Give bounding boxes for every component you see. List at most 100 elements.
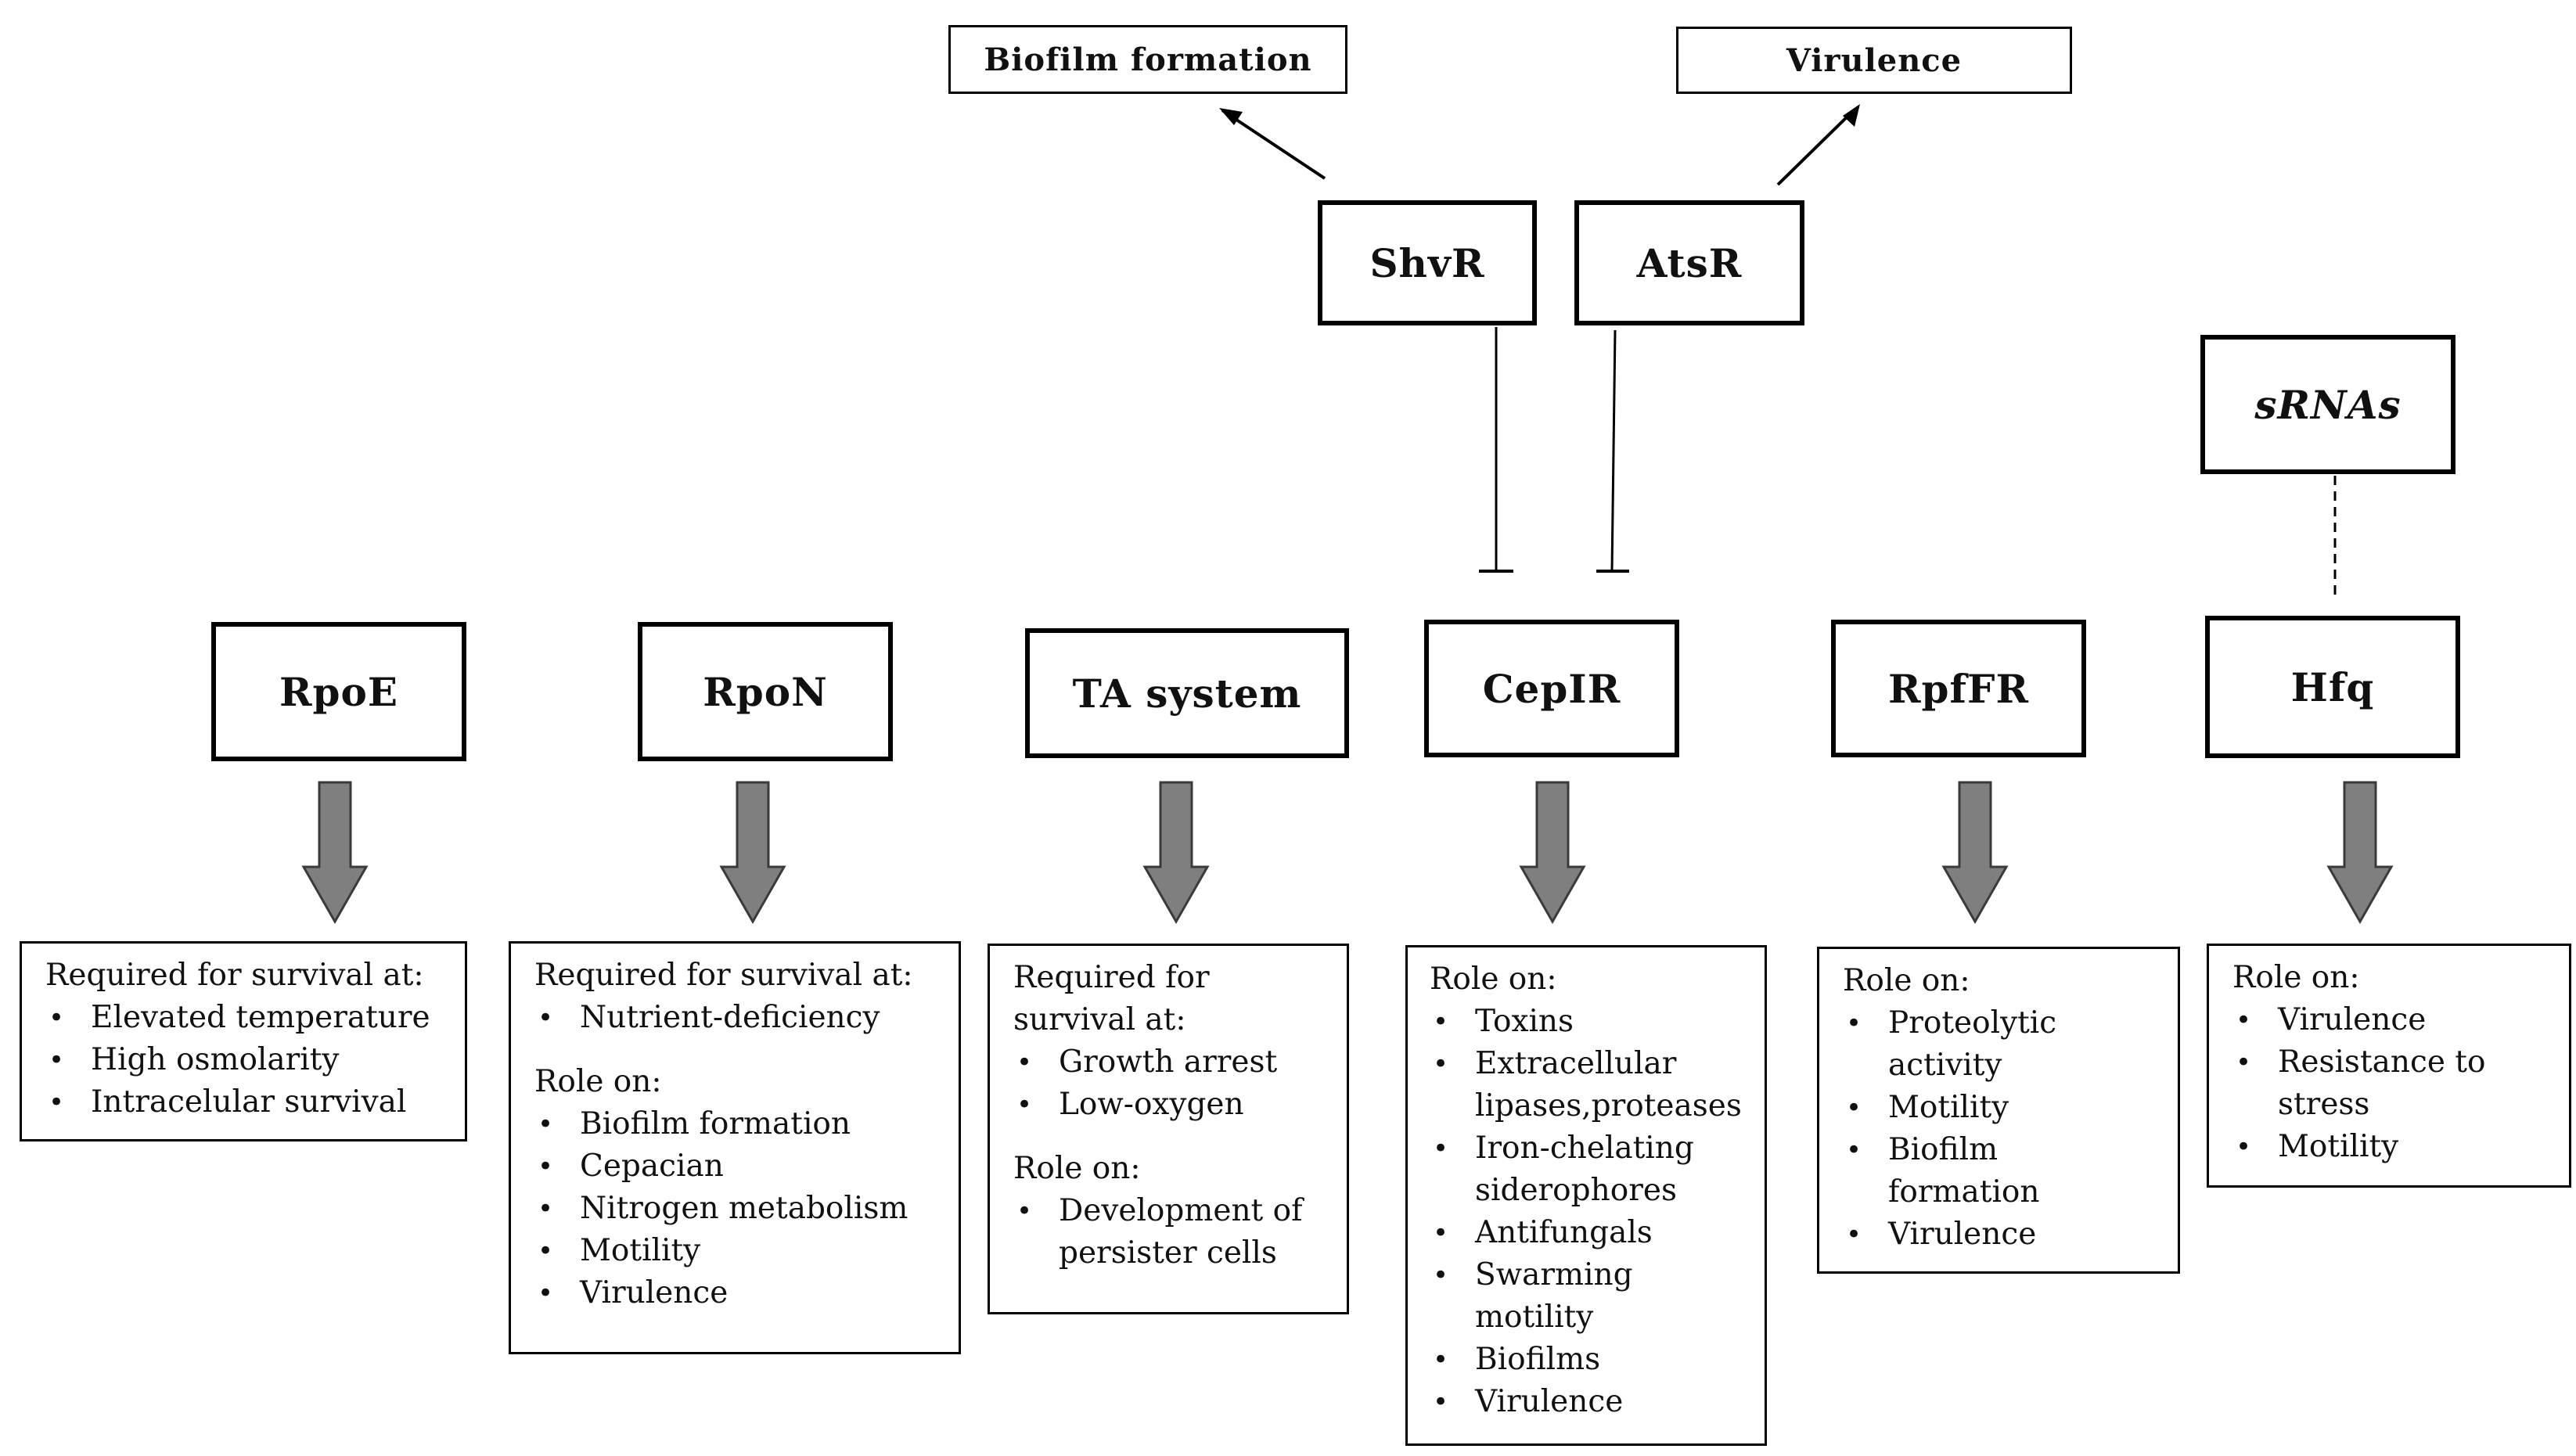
list-item-line: siderophores [1475,1173,1677,1208]
system-cepir-label: CepIR [1482,665,1621,712]
ta-heading-survival-2: survival at: [1013,1002,1186,1037]
regulator-srnas: sRNAs [2200,335,2455,474]
ta-role-list: Development of persister cells [1013,1190,1336,1274]
block-arrow-hfq [2326,781,2394,925]
inhibition-line-atsr-cepir [1610,329,1617,572]
list-item-line: Iron-chelating [1475,1131,1694,1166]
system-cepir: CepIR [1424,620,1679,757]
rpffr-heading-role: Role on: [1843,963,1970,998]
list-item-line: Resistance to [2278,1044,2486,1080]
list-item: Iron-chelating siderophores [1430,1127,1754,1212]
rpon-heading-survival: Required for survival at: [534,958,913,993]
rpon-role-list: Biofilm formation Cepacian Nitrogen meta… [534,1103,948,1314]
list-item-line: activity [1888,1048,2002,1083]
list-item: Virulence [534,1272,948,1314]
list-item: Biofilm formation [1843,1129,2167,1213]
block-arrow-cepir [1519,781,1586,925]
system-rpffr-label: RpfFR [1887,665,2030,712]
list-item-line: Motility [2278,1129,2399,1164]
list-item-line: persister cells [1059,1235,1277,1271]
list-item-line: Motility [1888,1090,2009,1125]
list-item: Motility [1843,1087,2167,1129]
list-item-line: Development of [1059,1193,1303,1228]
system-ta: TA system [1025,628,1349,758]
ta-info-box: Required for survival at: Growth arrest … [988,944,1349,1314]
arrowhead-atsr-virulence [1843,104,1860,127]
list-item: Growth arrest [1013,1041,1336,1084]
regulator-srnas-label: sRNAs [2254,381,2402,428]
regulator-atsr: AtsR [1574,200,1804,325]
list-item-line: Proteolytic [1888,1005,2057,1041]
regulator-atsr-label: AtsR [1636,239,1743,286]
rpon-heading-role: Role on: [534,1064,662,1099]
block-arrow-ta [1142,781,1210,925]
list-item: Elevated temperature [45,997,454,1039]
list-item: Biofilms [1430,1339,1754,1381]
list-item-line: Virulence [2278,1002,2427,1037]
list-item: Nutrient-deficiency [534,997,948,1039]
block-arrow-rpon [719,781,786,925]
activation-arrow-atsr-virulence [1776,108,1856,186]
list-item: Low-oxygen [1013,1084,1336,1126]
list-item: Intracelular survival [45,1081,454,1123]
hfq-heading-role: Role on: [2232,960,2360,995]
system-ta-label: TA system [1072,670,1302,717]
list-item: Virulence [2232,999,2558,1041]
rpoe-heading: Required for survival at: [45,958,424,993]
spacer [534,1039,948,1061]
list-item-line: Virulence [1475,1384,1624,1419]
rpoe-info-box: Required for survival at: Elevated tempe… [20,941,467,1141]
outcome-biofilm-formation: Biofilm formation [948,25,1347,94]
list-item: High osmolarity [45,1039,454,1081]
cepir-info-box: Role on: Toxins Extracellularlipases,pro… [1405,945,1767,1446]
list-item: Motility [534,1230,948,1272]
outcome-virulence: Virulence [1676,27,2072,94]
list-item-line: Antifungals [1475,1215,1653,1250]
outcome-biofilm-label: Biofilm formation [984,41,1312,78]
list-item-line: Toxins [1475,1004,1574,1039]
list-item: Nitrogen metabolism [534,1188,948,1230]
list-item-line: Biofilm [1888,1132,1999,1167]
block-arrow-rpffr [1941,781,2009,925]
ta-heading-survival-1: Required for [1013,960,1210,995]
list-item: Proteolytic activity [1843,1002,2167,1087]
list-item: Biofilm formation [534,1103,948,1145]
system-rpffr: RpfFR [1831,620,2086,757]
list-item: Virulence [1430,1381,1754,1423]
block-arrow-rpoe [301,781,369,925]
activation-arrow-shvr-biofilm [1221,109,1326,180]
rpon-info-box: Required for survival at: Nutrient-defic… [509,941,961,1354]
regulator-shvr-label: ShvR [1369,239,1485,286]
system-rpoe-label: RpoE [279,668,398,715]
list-item-line: Biofilms [1475,1342,1601,1377]
ta-survival-list: Growth arrest Low-oxygen [1013,1041,1336,1126]
list-item: Motility [2232,1126,2558,1168]
arrowhead-shvr-biofilm [1219,108,1243,125]
cepir-heading-role: Role on: [1430,962,1557,997]
list-item: Antifungals [1430,1212,1754,1254]
list-item-line: motility [1475,1300,1594,1335]
list-item: Virulence [1843,1213,2167,1256]
list-item: Cepacian [534,1145,948,1188]
system-rpon: RpoN [638,622,893,761]
list-item: Development of persister cells [1013,1190,1336,1274]
rpffr-role-list: Proteolytic activity Motility Biofilm form… [1843,1002,2167,1256]
regulator-shvr: ShvR [1318,200,1537,325]
rpffr-info-box: Role on: Proteolytic activity Motility Bi… [1817,947,2180,1274]
list-item: Toxins [1430,1001,1754,1043]
list-item-line: Virulence [1888,1217,2037,1252]
list-item-line: formation [1888,1174,2040,1210]
rpoe-list: Elevated temperature High osmolarity Int… [45,997,454,1123]
system-rpon-label: RpoN [703,668,828,715]
ta-heading-role: Role on: [1013,1151,1141,1186]
list-item-line: lipases,proteases [1475,1088,1742,1123]
rpon-survival-list: Nutrient-deficiency [534,997,948,1039]
